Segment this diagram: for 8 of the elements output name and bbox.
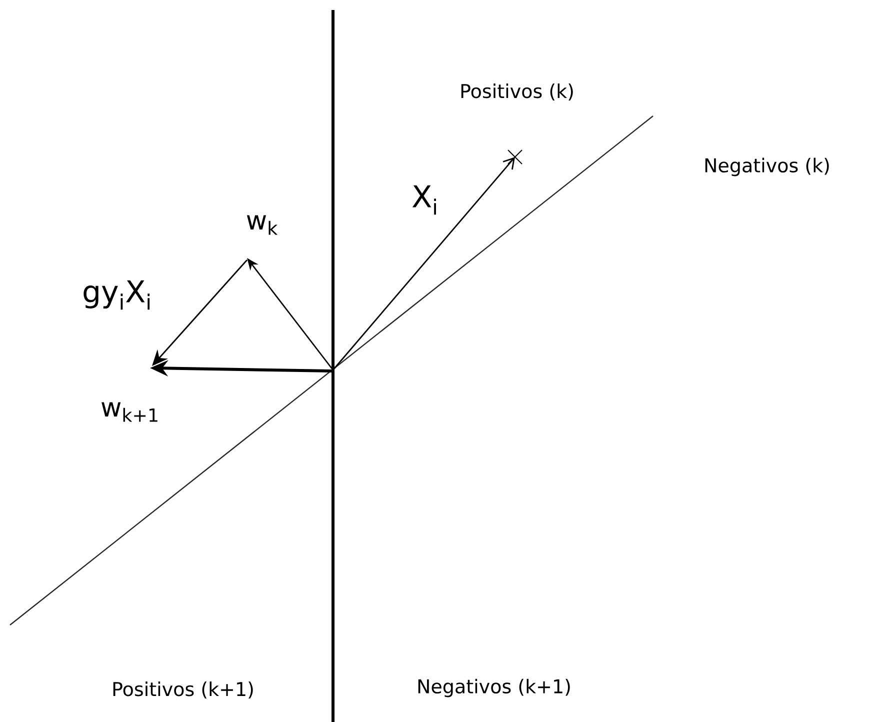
text-label: Negativos (k+1)	[418, 678, 570, 698]
text-label: w$_{k+1}$	[102, 402, 158, 422]
text-label: Negativos (k)	[705, 158, 829, 176]
text-label: Positivos (k)	[461, 84, 573, 100]
text-label: w$_{k}$	[246, 215, 278, 235]
text-label: gy$_{i}$X$_{i}$	[84, 280, 150, 310]
text-label: X$_{i}$	[412, 185, 436, 215]
text-label: Positivos (k+1)	[113, 682, 253, 698]
